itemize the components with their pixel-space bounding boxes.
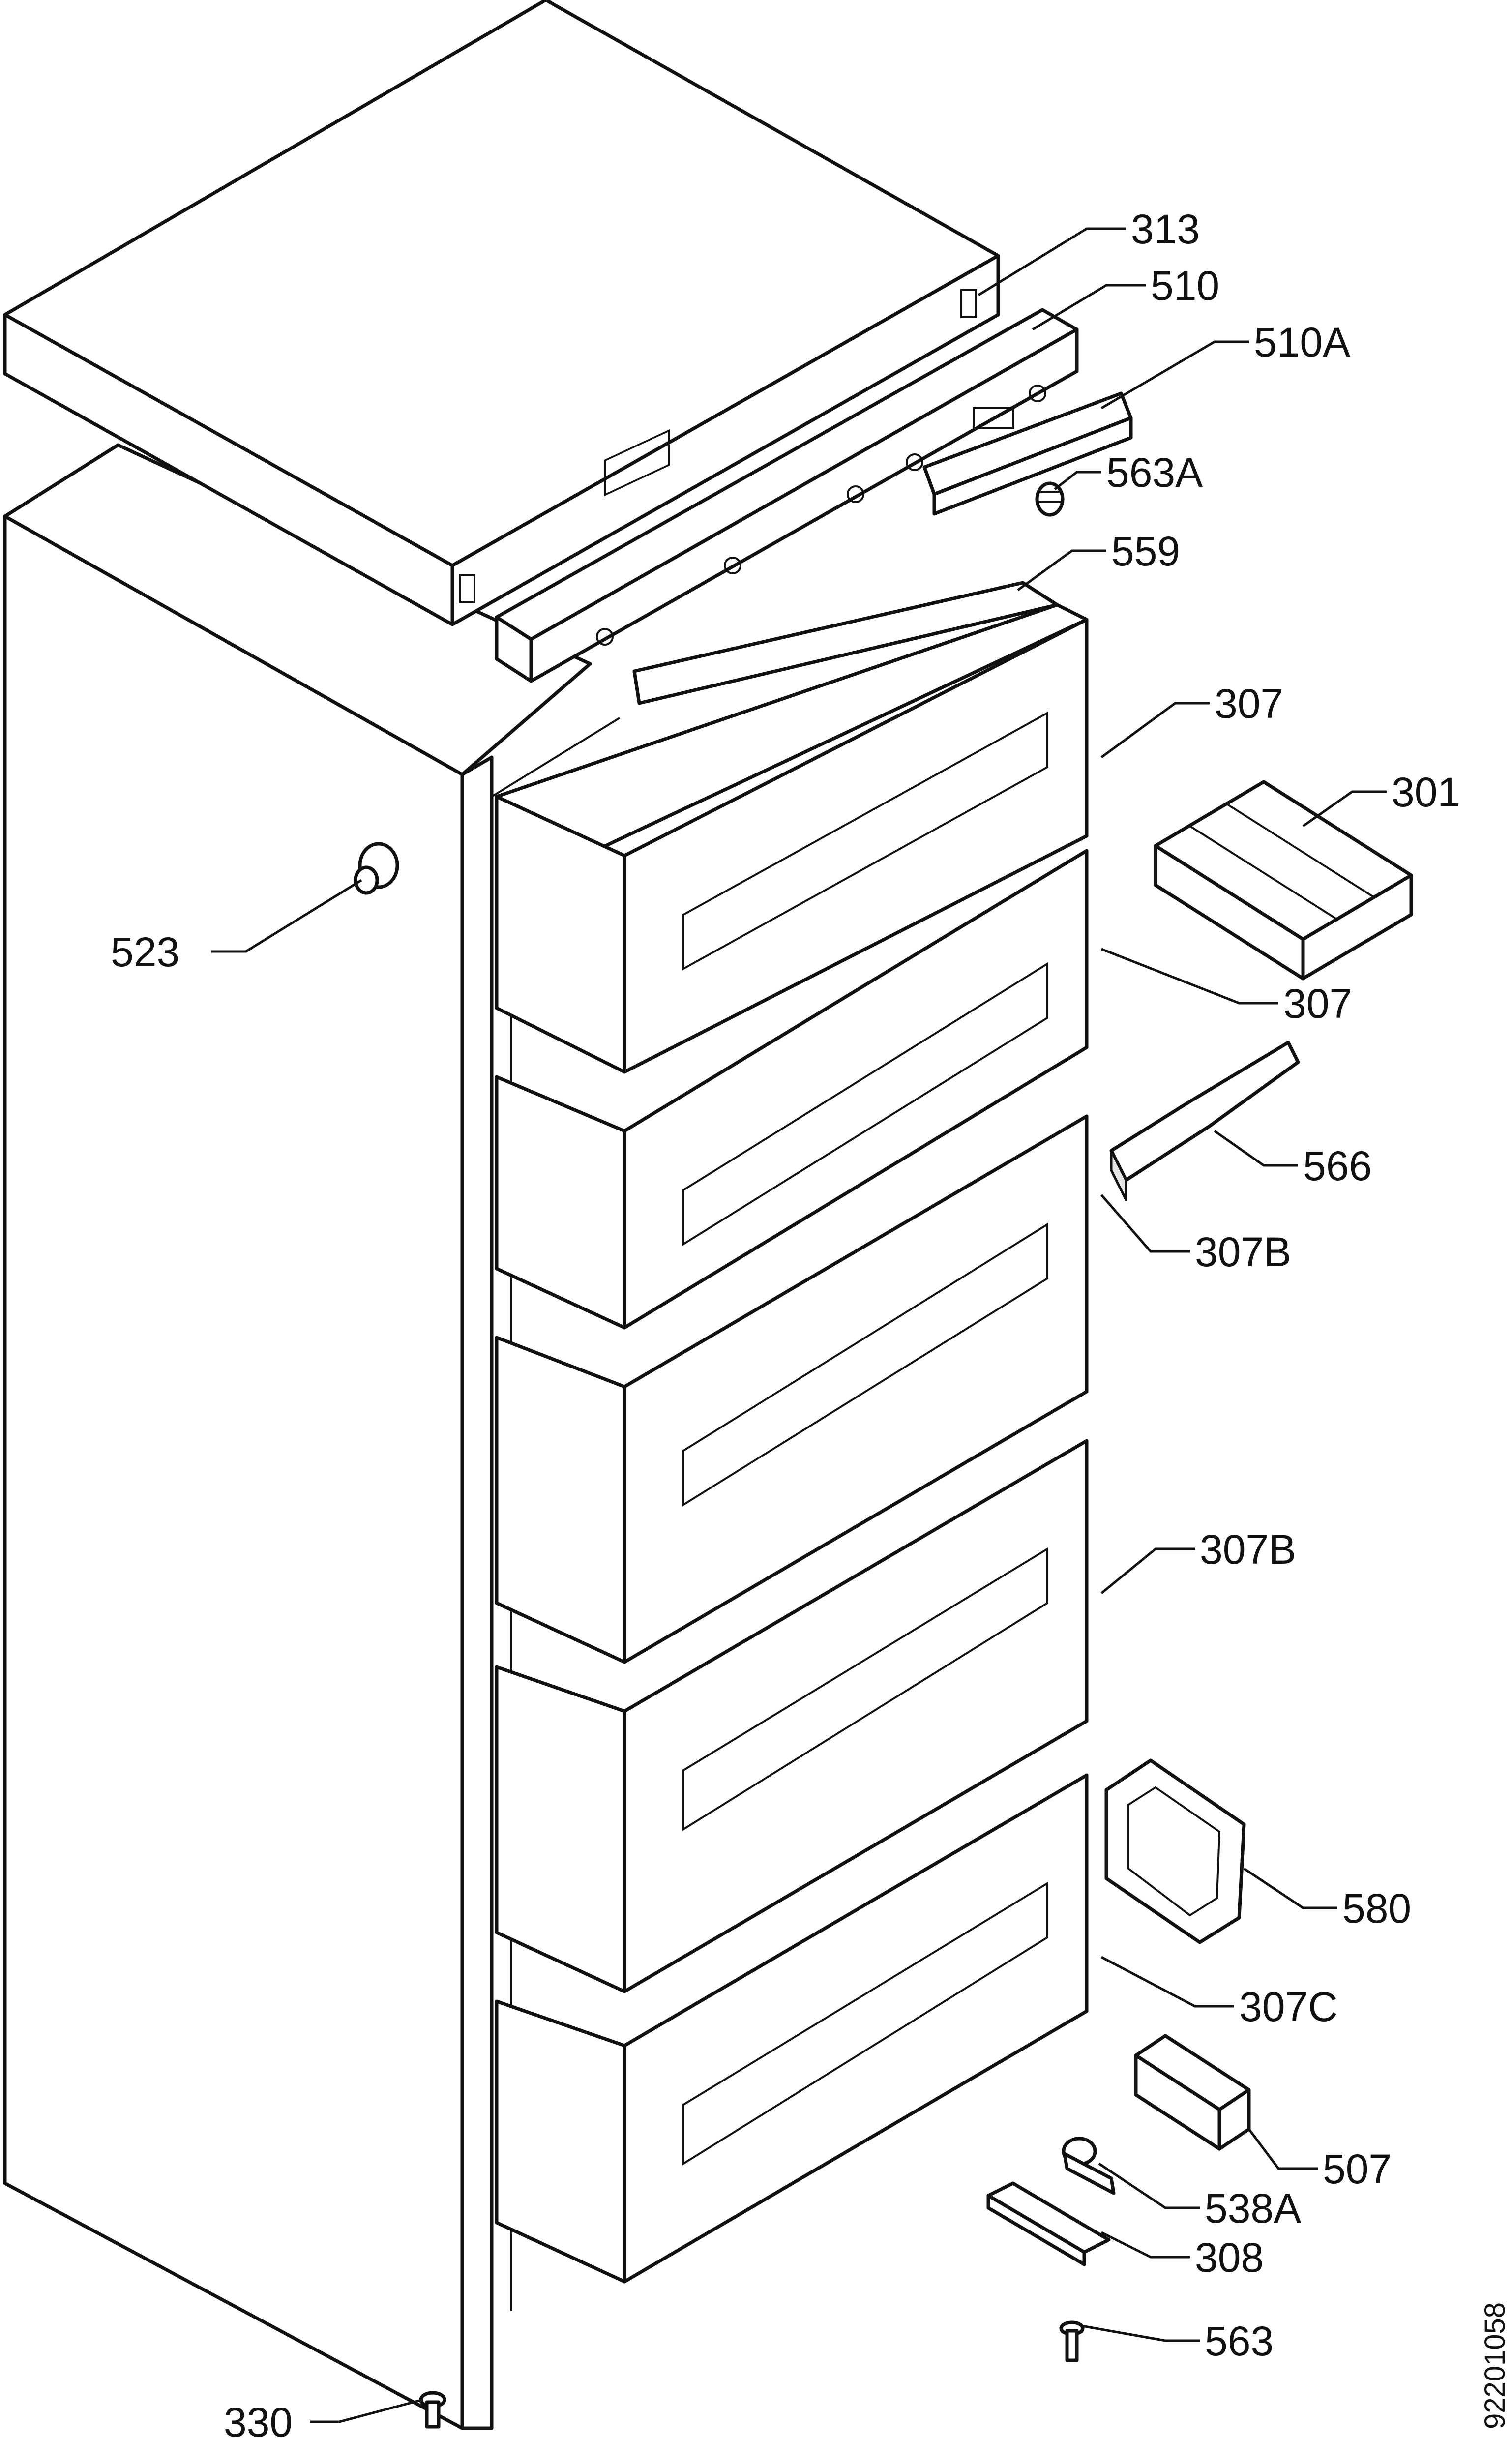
- label-510: 510: [1151, 263, 1219, 309]
- drawer-307c-bottom: [495, 1773, 1089, 2284]
- top-panel-313: [3, 0, 1000, 626]
- label-563: 563: [1205, 2318, 1274, 2364]
- label-523: 523: [111, 929, 179, 975]
- label-566: 566: [1303, 1143, 1372, 1189]
- drawing-code: 92201058: [1479, 2302, 1511, 2429]
- label-307-second: 307: [1283, 981, 1352, 1027]
- control-panel-510: [495, 308, 1079, 683]
- label-301: 301: [1392, 769, 1460, 815]
- label-313: 313: [1131, 206, 1200, 252]
- plate-308: [986, 2181, 1111, 2266]
- knob-523: [354, 842, 399, 895]
- ice-tray-301: [1154, 780, 1413, 981]
- strip-510a: [922, 391, 1133, 516]
- cabinet-body: [3, 443, 621, 2430]
- handle-507: [1134, 2034, 1251, 2151]
- screw-563: [1059, 2320, 1085, 2362]
- bulb-563a: [1035, 481, 1065, 517]
- label-580: 580: [1342, 1885, 1411, 1932]
- label-307b-fourth: 307B: [1200, 1526, 1296, 1573]
- drawer-307b-third: [495, 1114, 1089, 1664]
- hinge-538a: [1062, 2137, 1116, 2195]
- label-510a: 510A: [1254, 319, 1350, 365]
- label-307-top: 307: [1215, 681, 1283, 727]
- label-538a: 538A: [1205, 2185, 1301, 2231]
- label-308: 308: [1195, 2234, 1264, 2281]
- label-330: 330: [224, 2399, 293, 2438]
- part-labels: 313 510 510A 563A 559 307 301 523 307 56…: [111, 206, 1460, 2438]
- leader-lines: [211, 227, 1387, 2423]
- frame-580: [1104, 1758, 1246, 1944]
- label-559: 559: [1111, 528, 1180, 574]
- drawer-307b-fourth: [495, 1439, 1089, 1993]
- scraper-566: [1109, 1041, 1300, 1201]
- label-507: 507: [1323, 2146, 1392, 2192]
- label-307b-third: 307B: [1195, 1229, 1291, 1275]
- label-563a: 563A: [1106, 449, 1203, 496]
- drawer-307-top: [495, 429, 1089, 1074]
- drawer-307-second: [495, 849, 1089, 1330]
- label-307c: 307C: [1239, 1984, 1338, 2030]
